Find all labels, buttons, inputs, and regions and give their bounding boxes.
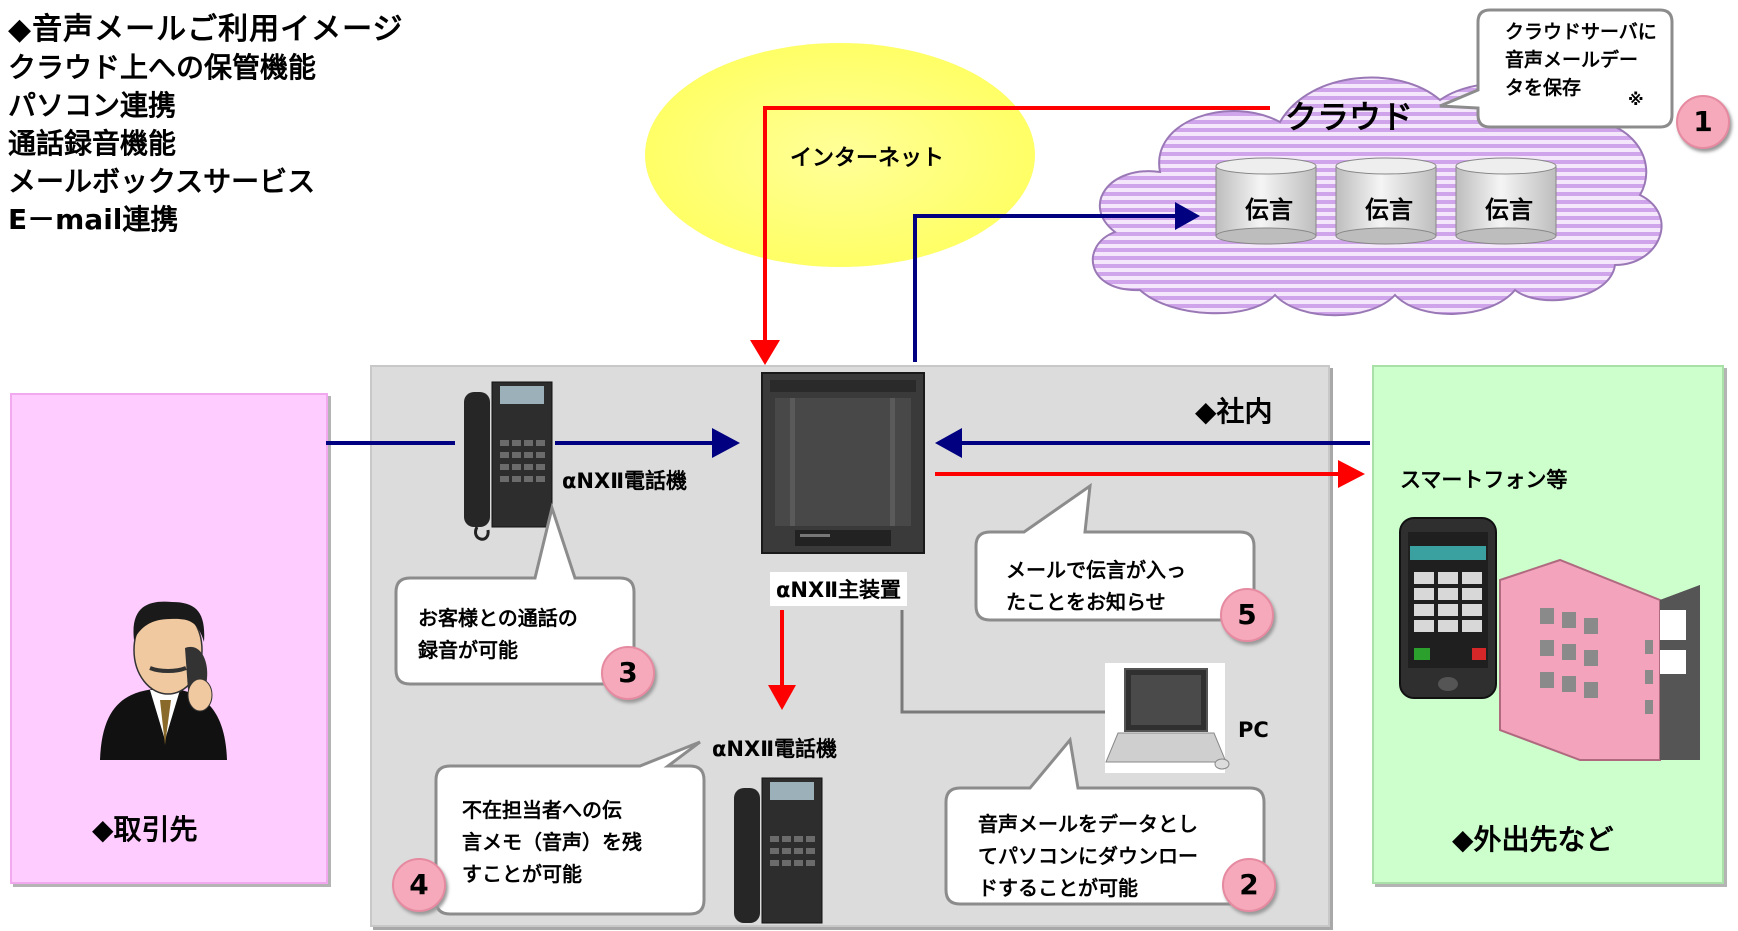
smartphone-label: スマートフォン等 — [1400, 468, 1568, 492]
main-to-smartphone-arrowhead — [1338, 460, 1365, 488]
internet-label: インターネット — [790, 146, 945, 171]
partner-title: ◆取引先 — [92, 813, 198, 846]
storage-cylinder — [1335, 157, 1437, 245]
main-unit-label: αNXⅡ主装置 — [770, 572, 908, 606]
cloud-callout-shape — [1439, 8, 1674, 129]
memo-callout-line: すことが可能 — [462, 862, 582, 886]
storage-label: 伝言 — [1485, 196, 1533, 224]
mail-callout-text: メールで伝言が入っ たことをお知らせ — [1006, 554, 1186, 618]
laptop-image — [1105, 663, 1230, 773]
main-to-phone2-arrowhead — [768, 685, 796, 710]
cloud-callout-text: クラウドサーバに 音声メールデー タを保存 — [1505, 18, 1657, 102]
main-to-pc-line — [900, 610, 1105, 714]
internet-ellipse — [645, 43, 1035, 267]
memo-callout-line: 不在担当者への伝 — [462, 798, 622, 822]
pc-callout-line: てパソコンにダウンロー — [978, 844, 1198, 868]
mail-callout-line: メールで伝言が入っ — [1006, 558, 1186, 582]
step-badge-4: 4 — [392, 858, 446, 912]
desk-phone-image — [464, 381, 553, 541]
cloud-to-main-arrowhead — [750, 340, 780, 365]
main-unit-image — [761, 372, 925, 554]
cloud-callout-line: クラウドサーバに — [1505, 21, 1657, 43]
cloud-title: クラウド — [1285, 98, 1414, 136]
phone2-label: αNXⅡ電話機 — [712, 737, 838, 761]
main-to-cloud-line — [913, 214, 1185, 362]
storage-cylinder — [1455, 157, 1557, 245]
cloud-callout-line: 音声メールデー — [1505, 49, 1639, 71]
memo-callout-shape — [434, 740, 706, 916]
feature-item: クラウド上への保管機能 — [8, 51, 317, 84]
diagram-heading: ◆音声メールご利用イメージ — [8, 12, 404, 47]
storage-cylinder — [1215, 157, 1317, 245]
record-callout-line: お客様との通話の — [418, 606, 578, 630]
memo-callout-line: 言メモ（音声）を残 — [462, 830, 642, 854]
feature-item: パソコン連携 — [8, 89, 177, 122]
record-callout-line: 録音が可能 — [418, 638, 518, 662]
record-callout-text: お客様との通話の 録音が可能 — [418, 602, 578, 666]
cloud-callout-line: タを保存 — [1505, 77, 1582, 99]
phone-label: αNXⅡ電話機 — [562, 469, 688, 493]
step-badge-2: 2 — [1222, 858, 1276, 912]
pc-callout-line: ドすることが可能 — [978, 876, 1138, 900]
storage-label: 伝言 — [1245, 196, 1293, 224]
step-badge-3: 3 — [601, 646, 655, 700]
main-to-cloud-arrowhead — [1175, 202, 1200, 230]
smartphone-to-main-arrowhead — [935, 428, 962, 458]
desk-phone-image — [734, 777, 823, 924]
note-mark: ※ — [1628, 90, 1644, 109]
pc-label: PC — [1238, 718, 1269, 742]
feature-item: メールボックスサービス — [8, 165, 316, 198]
phone-to-main-arrowhead — [712, 428, 740, 458]
away-title: ◆外出先など — [1452, 823, 1614, 856]
pc-callout-line: 音声メールをデータとし — [978, 812, 1198, 836]
building-image — [1499, 558, 1700, 761]
cloud-to-main-line — [763, 106, 1270, 355]
feature-item: E－mail連携 — [8, 203, 179, 236]
feature-item: 通話録音機能 — [8, 127, 177, 160]
step-badge-1: 1 — [1676, 95, 1730, 149]
smartphone-image — [1399, 517, 1497, 699]
memo-callout-text: 不在担当者への伝 言メモ（音声）を残 すことが可能 — [462, 794, 642, 890]
mail-callout-line: たことをお知らせ — [1006, 590, 1166, 614]
businessman-image — [100, 601, 227, 760]
storage-label: 伝言 — [1365, 196, 1413, 224]
step-badge-5: 5 — [1220, 588, 1274, 642]
office-title: ◆社内 — [1195, 395, 1273, 428]
pc-callout-text: 音声メールをデータとし てパソコンにダウンロー ドすることが可能 — [978, 808, 1198, 904]
